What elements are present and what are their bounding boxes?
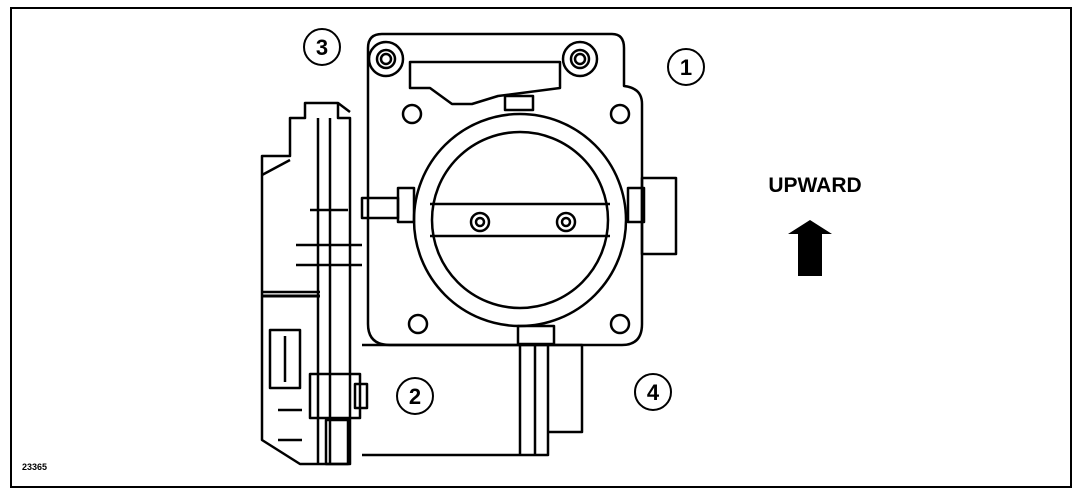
reference-number: 23365 (22, 462, 47, 472)
callout-3 (303, 28, 341, 66)
side-housing (260, 101, 369, 466)
callout-1-label: 1 (680, 55, 692, 80)
diagram-frame (10, 7, 1072, 488)
motor-housing (362, 343, 584, 457)
callout-2 (396, 377, 434, 415)
throttle-body (360, 32, 678, 347)
callout-3-label: 3 (316, 35, 328, 60)
callout-4-label: 4 (647, 380, 660, 405)
upward-arrow-icon (788, 220, 832, 276)
callout-2-label: 2 (409, 384, 421, 409)
callout-1 (667, 48, 705, 86)
direction-label: UPWARD (768, 174, 861, 197)
callout-4 (634, 373, 672, 411)
